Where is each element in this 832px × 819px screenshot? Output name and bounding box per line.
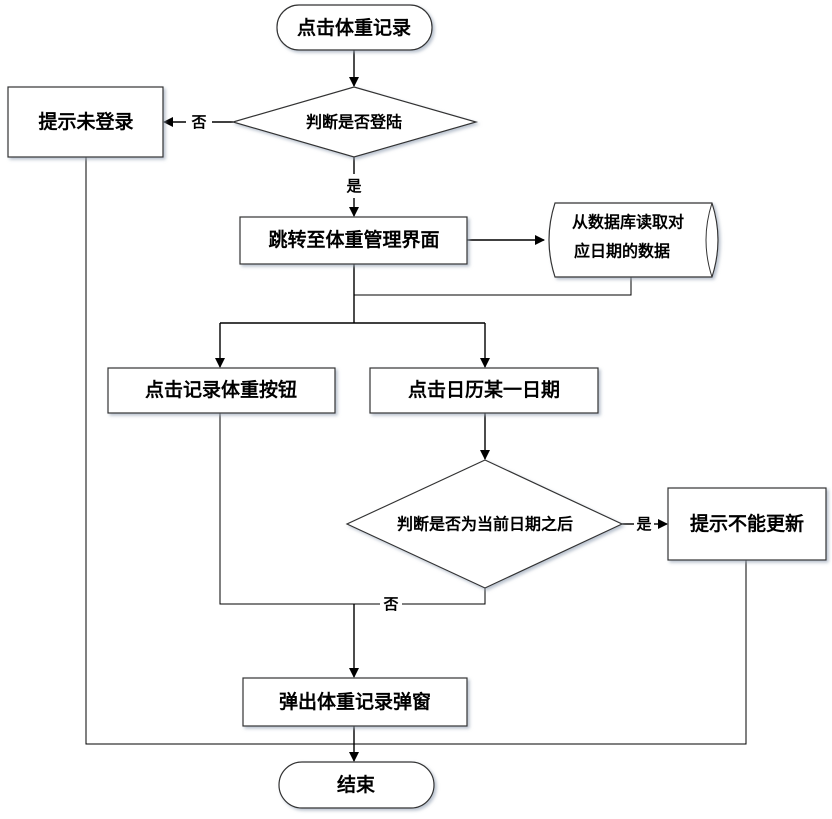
node-goto-manage-label: 跳转至体重管理界面 — [268, 228, 439, 251]
node-end-label: 结束 — [337, 773, 376, 796]
decision-after-today-label: 判断是否为当前日期之后 — [397, 515, 573, 534]
connectors — [85, 50, 747, 762]
node-record-button-label: 点击记录体重按钮 — [145, 378, 297, 401]
node-calendar-date: 点击日历某一日期 — [369, 367, 599, 414]
node-cannot-update-label: 提示不能更新 — [690, 512, 804, 535]
node-calendar-date-label: 点击日历某一日期 — [408, 378, 560, 401]
decision-after-today: 判断是否为当前日期之后 — [345, 459, 624, 589]
node-start: 点击体重记录 — [276, 4, 433, 51]
node-cannot-update: 提示不能更新 — [667, 487, 827, 561]
node-end: 结束 — [278, 761, 435, 809]
edge-label-no-after: 否 — [382, 595, 398, 613]
node-not-logged-in-label: 提示未登录 — [38, 110, 133, 133]
node-start-label: 点击体重记录 — [297, 16, 411, 39]
node-record-button: 点击记录体重按钮 — [107, 367, 336, 414]
line-no-after — [402, 588, 486, 605]
line-merge-end — [85, 157, 747, 745]
node-not-logged-in: 提示未登录 — [7, 86, 164, 158]
line-record-down — [219, 413, 354, 605]
node-database: 从数据库读取对 应日期的数据 — [548, 202, 719, 278]
decision-login: 判断是否登陆 — [230, 86, 479, 158]
edge-label-yes-login: 是 — [345, 177, 362, 195]
node-goto-manage: 跳转至体重管理界面 — [239, 216, 468, 265]
edge-label-no-login: 否 — [190, 113, 206, 131]
node-database-label-1: 从数据库读取对 — [572, 213, 684, 232]
node-popup: 弹出体重记录弹窗 — [242, 677, 468, 727]
line-db-return — [354, 277, 632, 296]
edge-label-yes-after: 是 — [635, 515, 652, 533]
node-database-label-2: 应日期的数据 — [574, 242, 670, 261]
node-popup-label: 弹出体重记录弹窗 — [279, 690, 431, 713]
decision-login-label: 判断是否登陆 — [306, 113, 402, 132]
